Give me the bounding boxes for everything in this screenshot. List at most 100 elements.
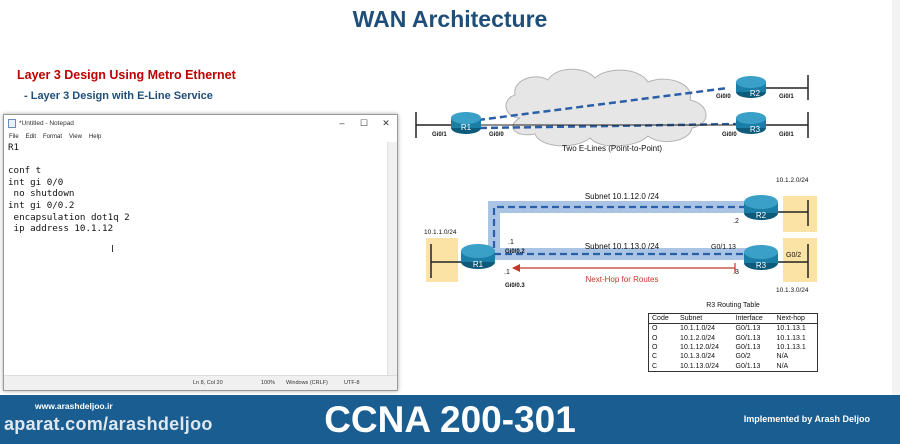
router-r1-bottom: R1 bbox=[461, 244, 495, 269]
cell-nexthop: 10.1.13.1 bbox=[776, 334, 806, 342]
label-nexthop: Next-Hop for Routes bbox=[586, 275, 659, 284]
label-r3-bottom: R3 bbox=[756, 261, 767, 270]
cloud bbox=[505, 68, 707, 147]
text-line: no shutdown bbox=[8, 188, 75, 200]
label-lan-r2: 10.1.2.0/24 bbox=[776, 177, 809, 184]
status-eol: Windows (CRLF) bbox=[286, 380, 328, 386]
router-r2-bottom: R2 bbox=[744, 195, 778, 220]
label-r1-dot1-bottom: .1 bbox=[504, 269, 510, 276]
close-button[interactable]: ✕ bbox=[382, 117, 390, 128]
label-r1-bottom: R1 bbox=[473, 260, 484, 269]
lan-r2-area bbox=[783, 196, 817, 232]
course-title: CCNA 200-301 bbox=[324, 399, 576, 440]
cell-code: O bbox=[652, 343, 658, 351]
top-caption: Two E-Lines (Point-to-Point) bbox=[562, 144, 662, 153]
routing-table: Code Subnet Interface Next-hop O 10.1.1.… bbox=[648, 313, 818, 372]
cell-nexthop: 10.1.13.1 bbox=[776, 343, 806, 351]
label-r3-gi01: Gi0/1 bbox=[779, 132, 794, 138]
site-url: www.arashdeljoo.ir bbox=[35, 401, 113, 411]
status-zoom: 100% bbox=[261, 380, 276, 386]
notepad-window[interactable]: *Untitled - Notepad – ☐ ✕ File Edit Form… bbox=[3, 114, 398, 391]
status-encoding: UTF-8 bbox=[344, 380, 360, 386]
cell-interface: G0/1.13 bbox=[735, 362, 761, 370]
notepad-scrollbar[interactable] bbox=[387, 142, 397, 375]
label-r3-top: R3 bbox=[750, 125, 761, 134]
watermark: aparat.com/arashdeljoo bbox=[4, 414, 213, 434]
label-lan-r1: 10.1.1.0/24 bbox=[424, 229, 457, 236]
status-position: Ln 8, Col 20 bbox=[193, 380, 223, 386]
menu-help[interactable]: Help bbox=[88, 133, 102, 140]
table-row: O 10.1.12.0/24 G0/1.13 10.1.13.1 bbox=[649, 343, 817, 352]
router-r3-bottom: R3 bbox=[744, 245, 778, 270]
subnet-a-band bbox=[488, 201, 754, 248]
router-r3-top: R3 bbox=[736, 112, 766, 134]
cell-interface: G0/1.13 bbox=[735, 334, 761, 342]
menu-file[interactable]: File bbox=[9, 133, 19, 140]
text-line: R1 bbox=[8, 142, 20, 153]
cell-interface: G0/1.13 bbox=[735, 343, 761, 351]
label-r1-dot1-top: .1 bbox=[508, 239, 514, 246]
nexthop-arrowhead bbox=[512, 264, 520, 272]
notepad-menubar: File Edit Format View Help bbox=[4, 131, 397, 142]
label-lan-r3: 10.1.3.0/24 bbox=[776, 287, 809, 294]
section-subheading: - Layer 3 Design with E-Line Service bbox=[24, 90, 213, 102]
cell-subnet: 10.1.3.0/24 bbox=[680, 353, 716, 361]
router-r1-top: R1 bbox=[451, 112, 481, 134]
notepad-icon bbox=[8, 118, 16, 128]
label-r2-gi00: Gi0/0 bbox=[716, 94, 731, 100]
cell-code: O bbox=[652, 334, 658, 342]
cell-code: O bbox=[652, 325, 658, 333]
menu-view[interactable]: View bbox=[69, 133, 82, 140]
cell-nexthop: N/A bbox=[776, 362, 789, 370]
maximize-button[interactable]: ☐ bbox=[359, 117, 369, 128]
routing-table-title: R3 Routing Table bbox=[706, 302, 760, 309]
minimize-button[interactable]: – bbox=[339, 118, 345, 128]
label-r3-g0113: G0/1.13 bbox=[711, 244, 736, 251]
menu-format[interactable]: Format bbox=[43, 133, 63, 140]
text-line: conf t bbox=[8, 165, 42, 177]
menu-edit[interactable]: Edit bbox=[25, 133, 37, 140]
footer-banner bbox=[0, 395, 900, 444]
col-subnet: Subnet bbox=[677, 314, 733, 324]
label-subnet-a: Subnet 10.1.12.0 /24 bbox=[585, 192, 660, 201]
label-r2-bottom: R2 bbox=[756, 211, 767, 220]
router-r2-top: R2 bbox=[736, 76, 766, 98]
label-r3-gi00: Gi0/0 bbox=[722, 132, 737, 138]
cell-code: C bbox=[652, 362, 658, 370]
col-nexthop: Next-hop bbox=[773, 314, 817, 324]
cell-subnet: 10.1.13.0/24 bbox=[680, 362, 719, 370]
text-line: int gi 0/0.2 bbox=[8, 199, 75, 211]
text-cursor-icon: I bbox=[111, 244, 114, 255]
label-r1-gi00: Gi0/0 bbox=[489, 132, 504, 138]
label-r1-gi002: Gi0/0.2 bbox=[505, 249, 525, 255]
table-row: O 10.1.2.0/24 G0/1.13 10.1.13.1 bbox=[649, 333, 817, 342]
text-line bbox=[8, 154, 383, 166]
notepad-statusbar: Ln 8, Col 20 100% Windows (CRLF) UTF-8 bbox=[4, 375, 397, 390]
cell-subnet: 10.1.12.0/24 bbox=[680, 343, 719, 351]
notepad-text-area[interactable]: R1 conf t int gi 0/0 no shutdown int gi … bbox=[4, 142, 387, 375]
notepad-title: *Untitled - Notepad bbox=[19, 119, 74, 127]
page-scrollbar[interactable] bbox=[892, 0, 900, 395]
cell-subnet: 10.1.2.0/24 bbox=[680, 334, 716, 342]
cell-nexthop: 10.1.13.1 bbox=[776, 325, 806, 333]
slide-title: WAN Architecture bbox=[352, 6, 548, 32]
cell-code: C bbox=[652, 353, 658, 361]
label-r2-dot2: .2 bbox=[733, 218, 739, 225]
eline-r1-r3 bbox=[479, 122, 739, 130]
label-r1-top: R1 bbox=[461, 123, 472, 132]
cell-subnet: 10.1.1.0/24 bbox=[680, 325, 716, 333]
section-heading: Layer 3 Design Using Metro Ethernet bbox=[17, 68, 236, 82]
subnet-a-link bbox=[492, 205, 754, 248]
cell-interface: G0/2 bbox=[735, 353, 751, 361]
text-line: encapsulation dot1q 2 bbox=[8, 211, 130, 223]
cell-nexthop: N/A bbox=[776, 353, 789, 361]
lan-r1-area bbox=[426, 238, 458, 282]
col-code: Code bbox=[649, 314, 678, 324]
cell-interface: G0/1.13 bbox=[735, 325, 761, 333]
author-credit: Implemented by Arash Deljoo bbox=[743, 414, 870, 424]
lan-r3-area bbox=[783, 238, 817, 282]
text-line: ip address 10.1.12 bbox=[8, 223, 114, 235]
notepad-titlebar[interactable]: *Untitled - Notepad – ☐ ✕ bbox=[4, 115, 397, 131]
table-row: O 10.1.1.0/24 G0/1.13 10.1.13.1 bbox=[649, 324, 817, 334]
text-line: int gi 0/0 bbox=[8, 176, 64, 188]
